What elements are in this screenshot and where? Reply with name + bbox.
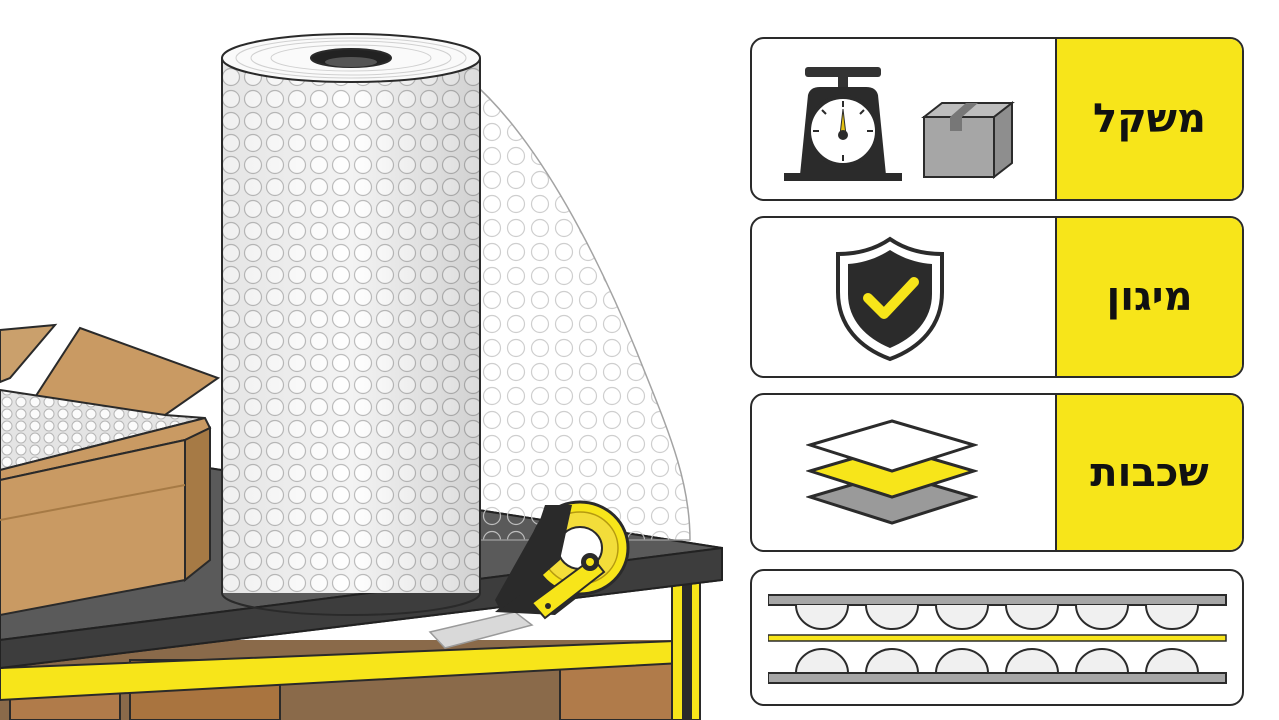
bubble-wrap-roll bbox=[221, 33, 481, 616]
panel-label-weight: משקל bbox=[1055, 39, 1242, 199]
layers-icon bbox=[806, 419, 978, 525]
table-frame bbox=[0, 559, 701, 720]
panel-cross-section bbox=[750, 569, 1244, 706]
panel-label-protection: מיגון bbox=[1055, 218, 1242, 376]
panel-weight: משקל bbox=[750, 37, 1244, 201]
bubble-cross-section-icon bbox=[768, 594, 1227, 684]
panel-layers: שכבות bbox=[750, 393, 1244, 552]
tape-dispenser bbox=[495, 500, 630, 620]
cardboard-box bbox=[0, 323, 221, 617]
bubble-wrap-sheet bbox=[467, 79, 691, 541]
box-icon bbox=[921, 100, 1015, 180]
shield-check-icon bbox=[836, 236, 944, 362]
scale-icon bbox=[784, 67, 902, 181]
packing-scene bbox=[0, 33, 723, 720]
panel-protection: מיגון bbox=[750, 216, 1244, 378]
panel-label-layers: שכבות bbox=[1055, 395, 1242, 550]
tape-strip bbox=[428, 611, 534, 649]
